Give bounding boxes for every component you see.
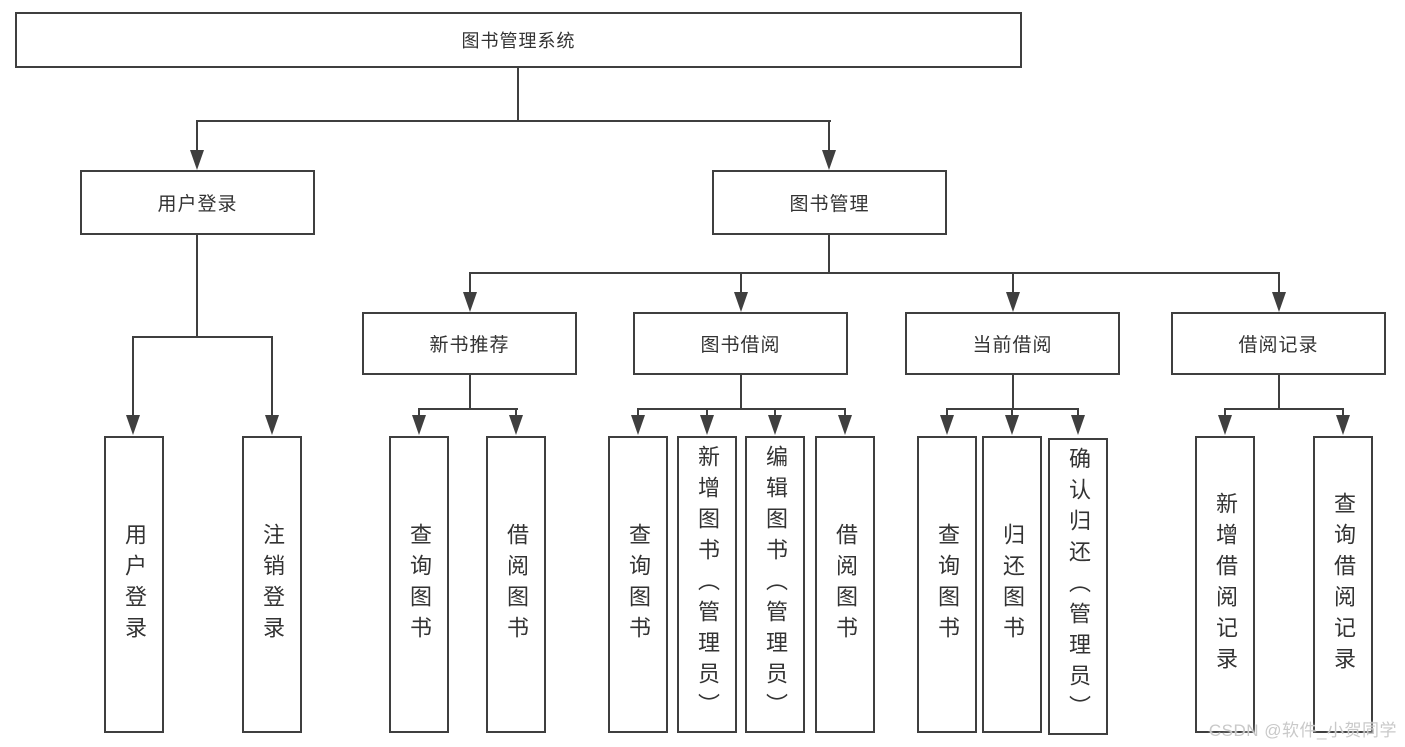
leaf-B-borrow-books: 借阅图书 xyxy=(486,436,546,733)
node-library-management-system: 图书管理系统 xyxy=(15,12,1022,68)
arrowhead-E-query-record xyxy=(1336,415,1350,435)
connector-groupD-stem xyxy=(1012,375,1014,410)
leaf-logout: 注销登录 xyxy=(242,436,302,733)
arrowhead-book-management xyxy=(822,150,836,170)
connector-root-shaft-right xyxy=(828,120,830,152)
leaf-E-query-borrow-record: 查询借阅记录 xyxy=(1313,436,1373,733)
connector-groupB-stem xyxy=(469,375,471,410)
arrowhead-borrow-record xyxy=(1272,292,1286,312)
connector-groupC-split xyxy=(637,408,846,410)
leaf-C-borrow-books: 借阅图书 xyxy=(815,436,875,733)
connector-groupD-shaft-2 xyxy=(1011,408,1013,418)
connector-l3-shaft-1 xyxy=(469,272,471,294)
connector-groupB-shaft-1 xyxy=(418,408,420,418)
arrowhead-C-add-books xyxy=(700,415,714,435)
connector-l3-shaft-3 xyxy=(1012,272,1014,294)
connector-groupE-shaft-1 xyxy=(1224,408,1226,418)
connector-groupE-shaft-2 xyxy=(1342,408,1344,418)
node-user-login: 用户登录 xyxy=(80,170,315,235)
node-new-book-recommend: 新书推荐 xyxy=(362,312,577,375)
arrowhead-book-borrow xyxy=(734,292,748,312)
arrowhead-leaf-login xyxy=(126,415,140,435)
leaf-C-edit-books-admin: 编辑图书（管理员） xyxy=(745,436,805,733)
connector-groupC-shaft-4 xyxy=(844,408,846,418)
node-book-management: 图书管理 xyxy=(712,170,947,235)
connector-book-mgmt-split xyxy=(469,272,1280,274)
arrowhead-C-edit-books xyxy=(768,415,782,435)
arrowhead-C-query-books xyxy=(631,415,645,435)
connector-groupB-shaft-2 xyxy=(515,408,517,418)
connector-groupE-split xyxy=(1224,408,1344,410)
connector-l3-shaft-4 xyxy=(1278,272,1280,294)
connector-root-split xyxy=(196,120,831,122)
connector-groupD-shaft-1 xyxy=(946,408,948,418)
leaf-D-query-books: 查询图书 xyxy=(917,436,977,733)
connector-root-stem xyxy=(517,68,519,121)
connector-groupC-shaft-3 xyxy=(774,408,776,418)
leaf-C-add-books-admin: 新增图书（管理员） xyxy=(677,436,737,733)
leaf-E-add-borrow-record: 新增借阅记录 xyxy=(1195,436,1255,733)
leaf-D-return-books: 归还图书 xyxy=(982,436,1042,733)
leaf-user-login: 用户登录 xyxy=(104,436,164,733)
leaf-D-confirm-return-admin: 确认归还（管理员） xyxy=(1048,438,1108,735)
connector-groupD-shaft-3 xyxy=(1077,408,1079,418)
connector-user-login-split xyxy=(132,336,273,338)
arrowhead-current-borrow xyxy=(1006,292,1020,312)
arrowhead-D-return-books xyxy=(1005,415,1019,435)
connector-user-login-shaft-1 xyxy=(132,336,134,417)
arrowhead-user-login xyxy=(190,150,204,170)
arrowhead-leaf-logout xyxy=(265,415,279,435)
arrowhead-new-book-recommend xyxy=(463,292,477,312)
connector-user-login-shaft-2 xyxy=(271,336,273,417)
node-borrow-record: 借阅记录 xyxy=(1171,312,1386,375)
connector-root-shaft-left xyxy=(196,120,198,152)
connector-groupC-shaft-2 xyxy=(706,408,708,418)
node-book-borrow: 图书借阅 xyxy=(633,312,848,375)
arrowhead-B-borrow-books xyxy=(509,415,523,435)
connector-groupE-stem xyxy=(1278,375,1280,410)
connector-groupC-stem xyxy=(740,375,742,410)
leaf-C-query-books: 查询图书 xyxy=(608,436,668,733)
connector-user-login-stem xyxy=(196,235,198,338)
arrowhead-B-query-books xyxy=(412,415,426,435)
connector-l3-shaft-2 xyxy=(740,272,742,294)
arrowhead-D-query-books xyxy=(940,415,954,435)
connector-book-mgmt-stem xyxy=(828,235,830,274)
node-current-borrow: 当前借阅 xyxy=(905,312,1120,375)
arrowhead-D-confirm-return xyxy=(1071,415,1085,435)
arrowhead-C-borrow-books xyxy=(838,415,852,435)
arrowhead-E-add-record xyxy=(1218,415,1232,435)
connector-groupC-shaft-1 xyxy=(637,408,639,418)
leaf-B-query-books: 查询图书 xyxy=(389,436,449,733)
connector-groupB-split xyxy=(418,408,518,410)
